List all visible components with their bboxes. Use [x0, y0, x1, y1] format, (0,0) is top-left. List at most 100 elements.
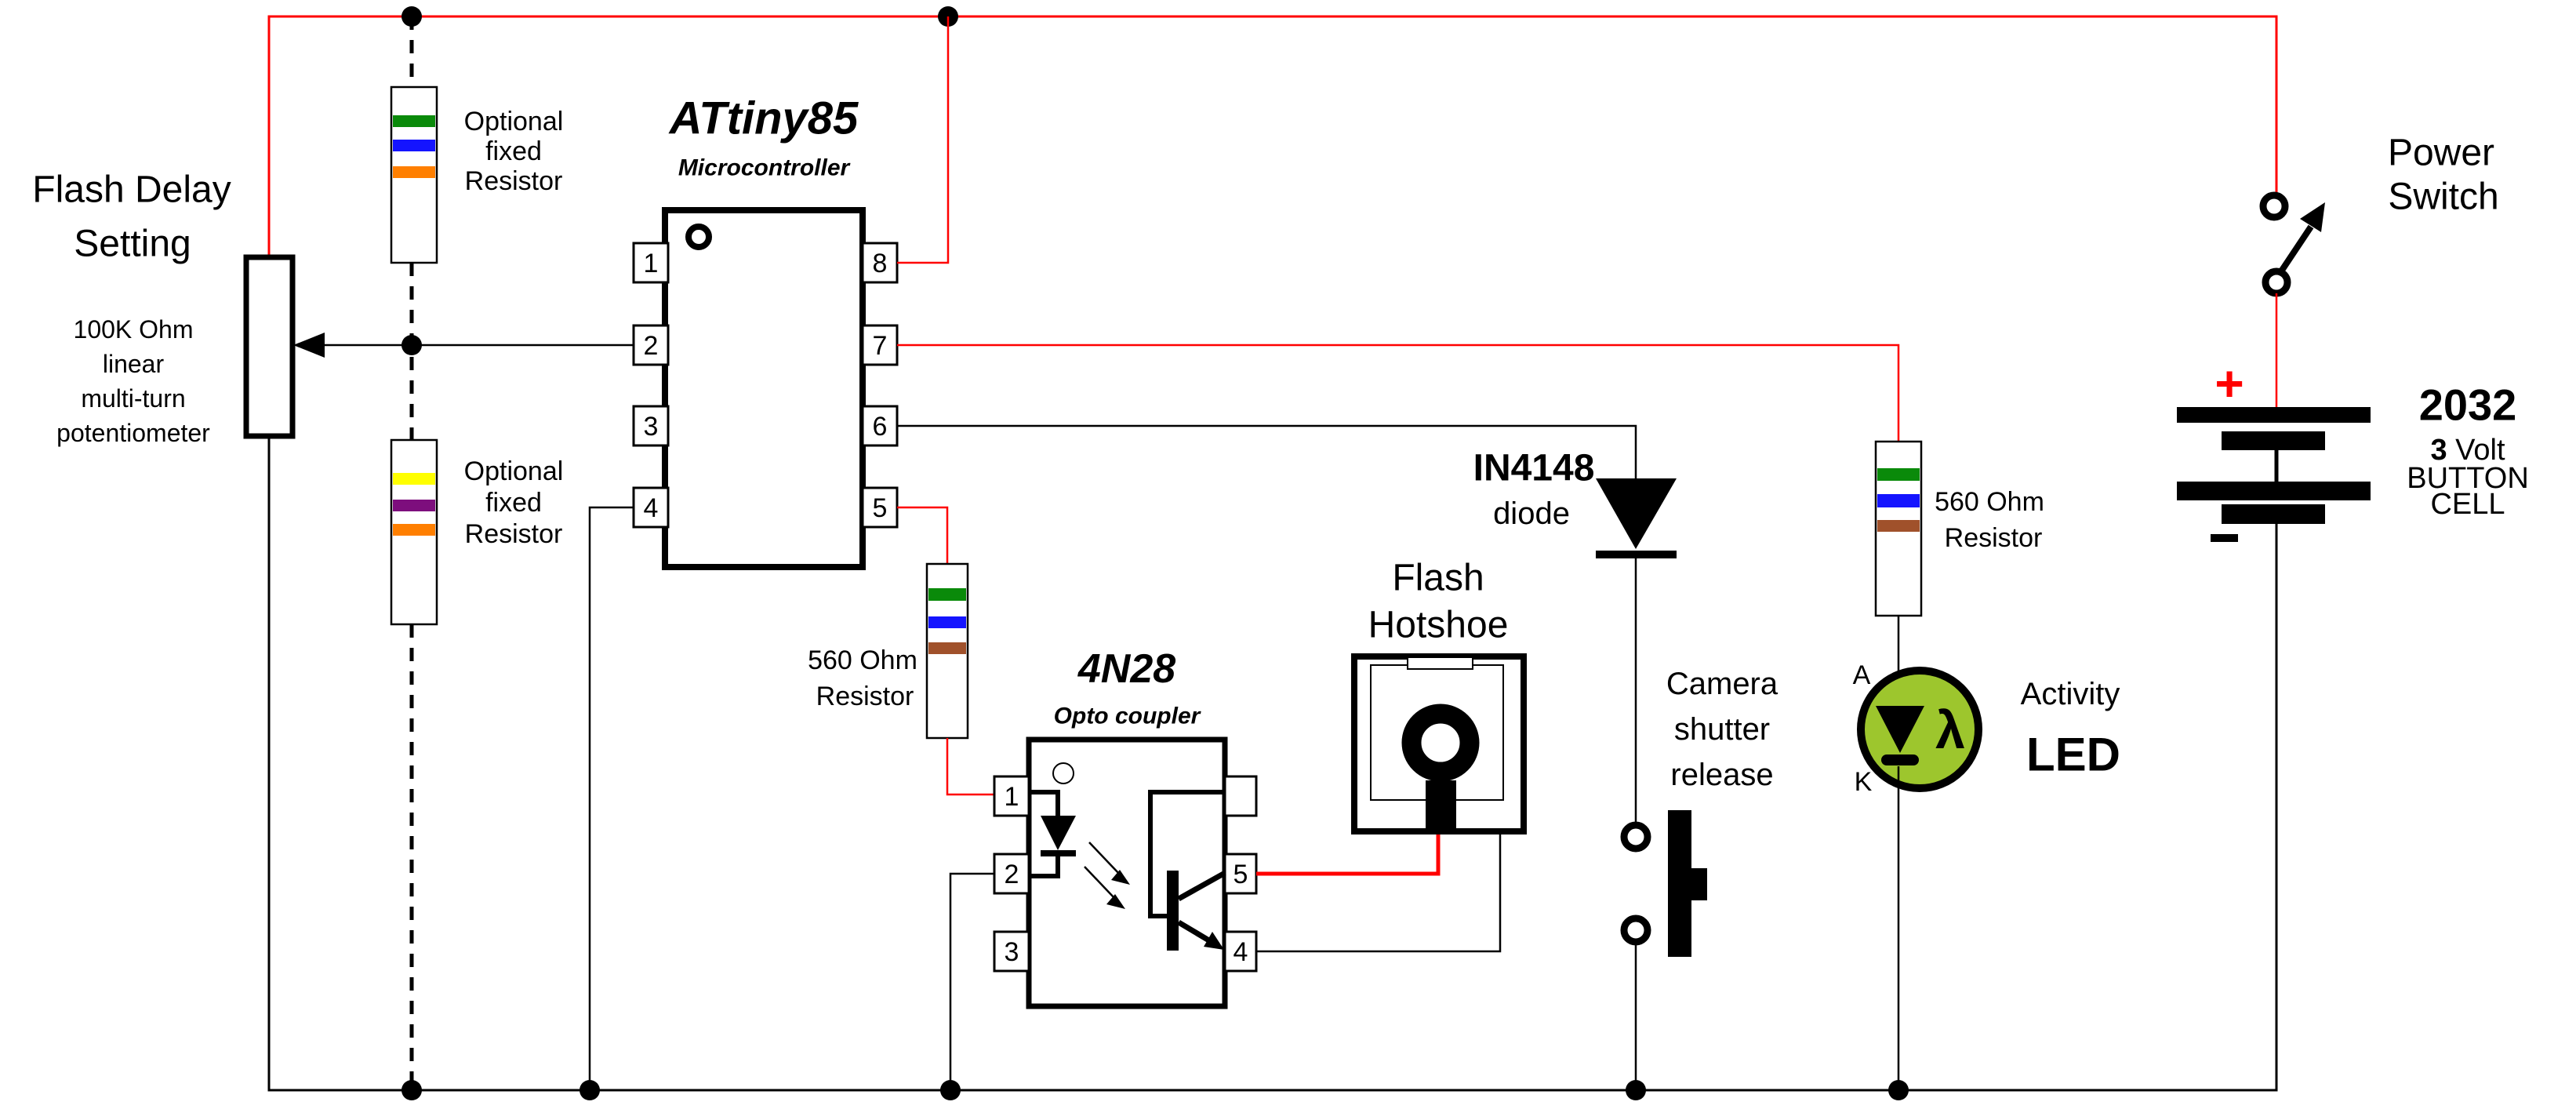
attiny85-subtitle: Microcontroller — [678, 155, 852, 181]
led-label2: LED — [2026, 729, 2120, 781]
hotshoe-contact-ring — [1401, 704, 1480, 782]
led-anode-label: A — [1853, 660, 1871, 690]
attiny85-pin-3: 3 — [644, 412, 659, 442]
power-switch-label1: Power — [2388, 133, 2494, 174]
attiny85-pin-6: 6 — [873, 412, 888, 442]
optional-resistor-label3: Resistor — [465, 519, 563, 549]
band-yellow — [393, 473, 435, 485]
optional-resistor-label2: fixed — [485, 136, 542, 166]
potentiometer-symbol — [243, 254, 634, 439]
power-switch-label2: Switch — [2388, 176, 2498, 218]
pin1-notch-icon — [1052, 762, 1074, 784]
opto-pin-3: 3 — [1005, 937, 1019, 967]
opto-title: 4N28 — [1077, 646, 1175, 692]
wire-pin4-to-ground — [588, 506, 634, 1090]
pot-spec-line3: multi-turn — [81, 384, 185, 413]
shutter-label2: shutter — [1674, 712, 1770, 747]
shutter-button-symbol: Camera shutter release — [1620, 667, 1778, 1090]
resistor-560-label2: Resistor — [816, 682, 914, 711]
attiny85-pin-5: 5 — [873, 493, 888, 523]
band-green — [393, 115, 435, 127]
optional-resistor-label1: Optional — [464, 107, 564, 136]
band-brown — [928, 642, 966, 654]
attiny85-pin-1: 1 — [644, 249, 659, 278]
band-orange — [393, 524, 435, 536]
led-cathode-label: K — [1855, 767, 1873, 797]
hotshoe-label2: Hotshoe — [1368, 605, 1509, 646]
optional-resistor-2: Optional fixed Resistor — [390, 438, 563, 626]
led-lambda-glyph: λ — [1935, 700, 1965, 760]
attiny85-pin-7: 7 — [873, 331, 888, 361]
shutter-plunger-nub — [1691, 868, 1707, 900]
led-label1: Activity — [2021, 677, 2120, 711]
band-purple — [393, 500, 435, 511]
wire-opto-pin4-to-hotshoe — [1256, 831, 1502, 953]
band-green — [928, 588, 966, 601]
pot-spec-line4: potentiometer — [56, 419, 210, 447]
top-power-rail — [267, 6, 2278, 257]
wire-opto-pin2-ground — [949, 872, 994, 1090]
battery-plus-label: + — [2214, 355, 2244, 412]
battery-2032-symbol: + 2032 3 Volt BUTTON CELL — [2177, 355, 2529, 542]
flash-hotshoe-symbol: Flash Hotshoe — [1351, 558, 1527, 834]
pot-title-line2: Setting — [74, 224, 191, 265]
junction-dot — [401, 1080, 422, 1100]
wire-resistor-to-opto-pin1 — [946, 738, 994, 796]
battery-type-line2: CELL — [2430, 488, 2505, 521]
diode-in4148-symbol: IN4148 diode — [1473, 448, 1677, 823]
pin1-notch-icon — [685, 224, 712, 250]
attiny85-pin-8: 8 — [873, 249, 888, 278]
band-blue — [1877, 494, 1920, 507]
wire-pin7-to-led-resistor — [897, 344, 1900, 442]
opto-subtitle: Opto coupler — [1054, 704, 1202, 729]
resistor-560-label2: Resistor — [1945, 523, 2043, 553]
battery-minus-label — [2211, 534, 2238, 542]
wire-pin6-to-diode — [897, 424, 1637, 480]
shutter-label1: Camera — [1666, 667, 1778, 701]
attiny85-title: ATtiny85 — [668, 93, 859, 144]
shutter-label3: release — [1670, 758, 1773, 792]
resistor-560-label1: 560 Ohm — [1935, 487, 2044, 517]
activity-led-symbol: A K λ Activity LED — [1853, 616, 2120, 1090]
resistor-560-label1: 560 Ohm — [808, 645, 917, 675]
band-green — [1877, 468, 1920, 481]
opto-transistor-symbol — [1148, 790, 1226, 951]
pot-spec-line1: 100K Ohm — [74, 315, 194, 344]
pot-title-line1: Flash Delay — [32, 169, 231, 211]
attiny85-pin-2: 2 — [644, 331, 659, 361]
band-brown — [1877, 520, 1920, 532]
attiny85-pin-4: 4 — [644, 493, 659, 523]
battery-model: 2032 — [2419, 380, 2517, 430]
light-arrows-icon — [1084, 842, 1130, 909]
diode-type: diode — [1493, 496, 1570, 531]
attiny85-chip: ATtiny85 Microcontroller 1 2 3 4 8 7 6 5 — [632, 93, 899, 570]
hotshoe-stem — [1426, 780, 1456, 829]
switch-arm-arrow — [2300, 202, 2325, 232]
optional-resistor-1: Optional fixed Resistor — [390, 85, 564, 264]
resistor-560-left: 560 Ohm Resistor — [808, 562, 969, 740]
diode-name: IN4148 — [1473, 448, 1595, 489]
band-blue — [928, 616, 966, 628]
wire-pin5-to-resistor — [897, 506, 949, 564]
power-switch-symbol: Power Switch — [2259, 133, 2499, 407]
pot-wiper-arrow — [293, 333, 325, 358]
label-flash-delay: Flash Delay Setting 100K Ohm linear mult… — [32, 169, 231, 448]
shutter-plunger — [1668, 810, 1691, 957]
opto-pin-4: 4 — [1234, 937, 1248, 967]
hotshoe-label1: Flash — [1392, 558, 1484, 599]
wire-pin8-vcc — [897, 16, 950, 264]
battery-type-line1: BUTTON — [2407, 462, 2529, 495]
opto-pin-1: 1 — [1005, 782, 1019, 812]
band-orange — [393, 166, 435, 178]
opto-led-symbol — [1029, 790, 1076, 878]
battery-voltage: 3 Volt — [2430, 434, 2505, 467]
opto-4n28-chip: 4N28 Opto coupler 1 2 3 5 4 — [993, 646, 1258, 1009]
optional-resistor-label2: fixed — [485, 488, 542, 518]
band-blue — [393, 140, 435, 151]
opto-pin-5: 5 — [1234, 860, 1248, 889]
resistor-560-right: 560 Ohm Resistor — [1874, 440, 2044, 617]
opto-pin-2: 2 — [1005, 860, 1019, 889]
optional-resistor-label3: Resistor — [465, 166, 563, 196]
pot-spec-line2: linear — [103, 350, 165, 378]
